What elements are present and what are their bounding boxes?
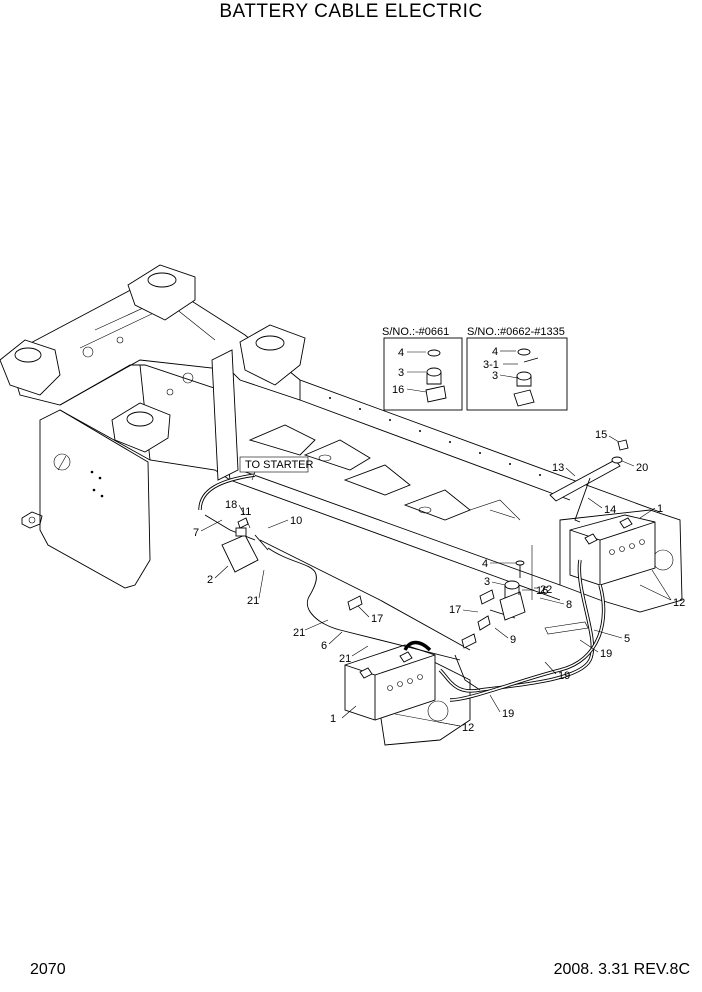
- inset-right-label-3-1: 3-1: [483, 359, 499, 371]
- callout-1-right: 1: [657, 503, 663, 515]
- callout-12-right: 12: [673, 597, 685, 609]
- inset-right: S/NO.:#0662-#1335 4 3-1 3: [466, 326, 568, 411]
- callout-7: 7: [193, 527, 199, 539]
- part-15-20-nut: [611, 439, 629, 464]
- callout-19-a: 19: [600, 648, 612, 660]
- inset-right-label-4: 4: [492, 346, 498, 358]
- date-revision: 2008. 3.31 REV.8C: [553, 961, 690, 978]
- battery-cables: [198, 473, 606, 702]
- callout-22: 22: [540, 584, 552, 596]
- frame-rivets: [329, 397, 541, 476]
- callout-17-upper: 17: [449, 604, 461, 616]
- page-title: BATTERY CABLE ELECTRIC: [219, 1, 483, 22]
- callout-14: 14: [604, 504, 616, 516]
- callout-4: 4: [482, 558, 488, 570]
- callouts: TO STARTER 1 1 2 3 4 5 6 7 8 9 10 11 12 …: [193, 429, 685, 734]
- callout-1-left: 1: [330, 713, 336, 725]
- relay-bracket: [221, 527, 269, 573]
- inset-left-label-16: 16: [392, 384, 404, 396]
- callout-15: 15: [595, 429, 607, 441]
- callout-13: 13: [552, 462, 564, 474]
- callout-16: 16: [536, 585, 548, 597]
- inset-left: S/NO.:-#0661 4 3 16: [382, 326, 463, 411]
- inset-left-label-3: 3: [398, 367, 404, 379]
- callout-6: 6: [321, 640, 327, 652]
- callout-9: 9: [510, 634, 516, 646]
- callout-19-b: 19: [558, 670, 570, 682]
- page-number: 2070: [30, 961, 66, 978]
- callout-21-b: 21: [293, 627, 305, 639]
- callout-17-lower: 17: [371, 613, 383, 625]
- callout-5: 5: [624, 633, 630, 645]
- callout-3: 3: [484, 576, 490, 588]
- part-13-bracket: [549, 459, 621, 523]
- battery-left: [344, 644, 436, 721]
- inset-left-label-4: 4: [398, 347, 404, 359]
- callout-18: 18: [225, 499, 237, 511]
- inset-right-label-3: 3: [492, 370, 498, 382]
- callout-10: 10: [290, 515, 302, 527]
- callout-21-a: 21: [247, 595, 259, 607]
- disconnect-switch: [499, 545, 533, 621]
- callout-2: 2: [207, 574, 213, 586]
- terminal-bolts: [237, 517, 495, 649]
- machine-frame: [0, 264, 683, 746]
- inset-right-serial: S/NO.:#0662-#1335: [467, 326, 565, 338]
- inset-left-serial: S/NO.:-#0661: [382, 326, 449, 338]
- callout-21-c: 21: [339, 653, 351, 665]
- callout-19-c: 19: [502, 708, 514, 720]
- callout-12-left: 12: [462, 722, 474, 734]
- battery-right: [569, 514, 656, 586]
- callout-11: 11: [240, 506, 251, 518]
- callout-20: 20: [636, 462, 648, 474]
- callout-8: 8: [566, 599, 572, 611]
- to-starter-label: TO STARTER: [245, 459, 314, 471]
